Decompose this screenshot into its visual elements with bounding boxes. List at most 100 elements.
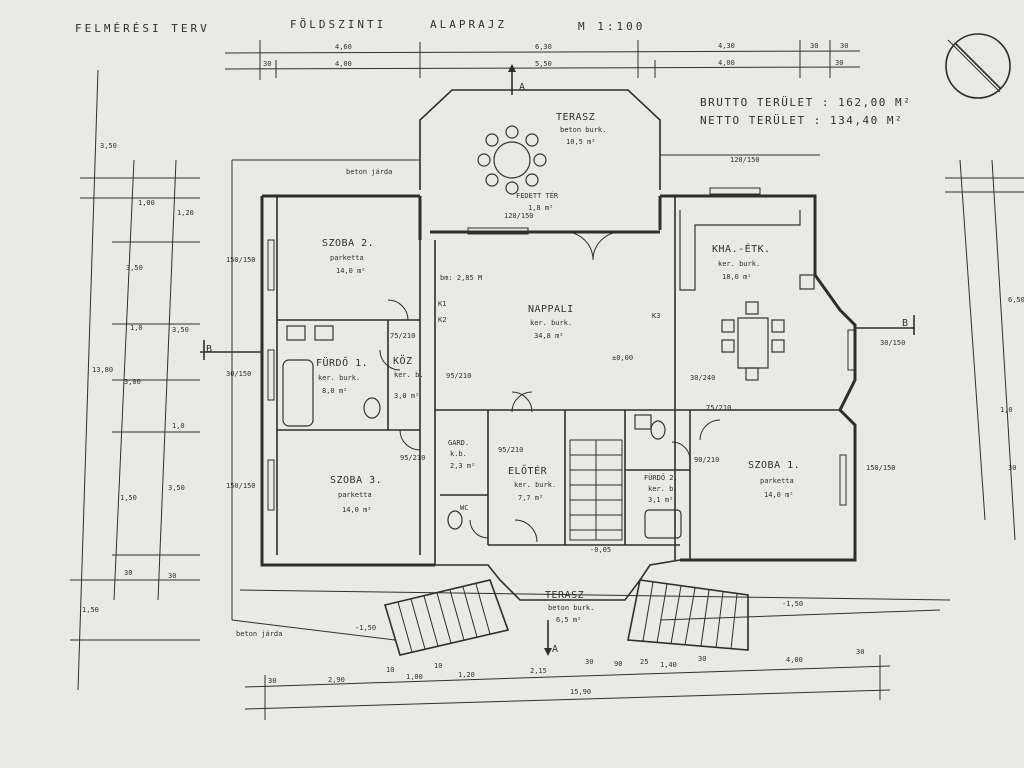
- room-gard-size: 2,3 m²: [450, 462, 475, 470]
- level-left: -1,50: [355, 624, 376, 632]
- right-dimension-lines: [945, 159, 1024, 541]
- dim-left-13: 30: [168, 572, 176, 580]
- room-terasz-top-floor: beton burk.: [560, 126, 606, 134]
- dim-top-7: 4,00: [335, 60, 352, 68]
- opening-9: 95/210: [446, 372, 471, 380]
- room-kha-etk: KHA.-ÉTK.: [712, 242, 771, 255]
- title-plan: ALAPRAJZ: [430, 18, 507, 31]
- building-walls: [231, 89, 951, 641]
- dim-bottom-2: 2,90: [328, 676, 345, 684]
- room-fedett-ter: FEDETT TÉR: [516, 191, 559, 200]
- opening-1: 150/150: [226, 256, 256, 264]
- dim-left-12: 30: [124, 569, 132, 577]
- room-kha-etk-floor: ker. burk.: [718, 260, 760, 268]
- room-szoba1-floor: parketta: [760, 477, 794, 485]
- windows: [267, 187, 855, 511]
- dim-bottom-4: 1,00: [406, 673, 423, 681]
- section-marker-a-bottom-icon: [544, 620, 552, 656]
- bathtub-icon: [282, 359, 314, 427]
- section-marker-a-top-icon: [508, 64, 516, 95]
- level-nappali: ±0,00: [612, 354, 633, 362]
- level-eloter: -0,05: [590, 546, 611, 554]
- dim-left-6: 1,50: [120, 494, 137, 502]
- dining-table-icon: [721, 301, 785, 381]
- terrace-table-icon: [477, 125, 547, 195]
- room-terasz-top-size: 10,5 m²: [566, 138, 596, 146]
- room-terasz-top: TERASZ: [556, 112, 595, 123]
- room-szoba3-floor: parketta: [338, 491, 372, 499]
- chimney-k1: K1: [438, 300, 446, 308]
- title-scale: M 1:100: [578, 20, 645, 33]
- room-terasz-bottom: TERASZ: [545, 590, 584, 601]
- kitchen-counter: [679, 210, 815, 291]
- room-szoba2-size: 14,0 m²: [336, 267, 366, 275]
- title-floor: FÖLDSZINTI: [290, 18, 386, 31]
- room-furdo1: FÜRDŐ 1.: [316, 355, 368, 369]
- dim-top-9: 4,00: [718, 59, 735, 67]
- bottom-dimension-lines: [244, 655, 891, 720]
- dim-left-10: 1,0: [130, 324, 143, 332]
- left-dimension-lines: [70, 69, 200, 691]
- dim-left-3: 13,80: [92, 366, 113, 374]
- exterior-stair-right: [627, 579, 749, 651]
- dim-top-6: 30: [263, 60, 271, 68]
- dim-bottom-1: 30: [268, 677, 276, 685]
- room-szoba2-floor: parketta: [330, 254, 364, 262]
- dim-bottom-8: 30: [585, 658, 593, 666]
- dim-top-10: 30: [835, 59, 843, 67]
- room-szoba3: SZOBA 3.: [330, 475, 382, 486]
- room-szoba3-size: 14,0 m²: [342, 506, 372, 514]
- dim-left-9: 3,00: [124, 378, 141, 386]
- room-fedett-ter-size: 1,8 m²: [528, 204, 553, 212]
- room-furdo2-floor: ker. b.: [648, 485, 678, 493]
- dim-bottom-6: 1,20: [458, 671, 475, 679]
- exterior-stair-left: [383, 579, 510, 656]
- dim-bottom-14: 30: [856, 648, 864, 656]
- chimney-k3: K3: [652, 312, 660, 320]
- dim-bottom-total: 15,90: [570, 688, 591, 696]
- opening-3: 150/150: [226, 482, 256, 490]
- room-terasz-bottom-size: 6,5 m²: [556, 616, 581, 624]
- opening-11: 75/210: [390, 332, 415, 340]
- dim-right-2: 1,0: [1000, 406, 1013, 414]
- dim-bottom-11: 1,40: [660, 661, 677, 669]
- dim-left-14: 1,50: [82, 606, 99, 614]
- room-furdo1-floor: ker. burk.: [318, 374, 360, 382]
- dim-bottom-9: 90: [614, 660, 622, 668]
- section-b-right: B: [902, 318, 909, 329]
- dim-top-5: 30: [840, 42, 848, 50]
- level-right: -1,50: [782, 600, 803, 608]
- sink-icon: [286, 325, 682, 539]
- interior-stair: [569, 439, 623, 541]
- area-netto: NETTO TERÜLET : 134,40 M²: [700, 114, 903, 127]
- room-eloter-floor: ker. burk.: [514, 481, 556, 489]
- opening-6: 120/150: [730, 156, 760, 164]
- section-b-left: B: [206, 344, 213, 355]
- area-brutto: BRUTTO TERÜLET : 162,00 M²: [700, 96, 911, 109]
- dim-top-3: 4,30: [718, 42, 735, 50]
- opening-7: 120/150: [504, 212, 534, 220]
- room-furdo2-size: 3,1 m²: [648, 496, 673, 504]
- room-eloter-size: 7,7 m²: [518, 494, 543, 502]
- room-szoba1: SZOBA 1.: [748, 460, 800, 471]
- room-furdo1-size: 8,0 m²: [322, 387, 347, 395]
- title-survey: FELMÉRÉSI TERV: [75, 22, 210, 35]
- dim-left-4: 3,50: [126, 264, 143, 272]
- dim-left-5: 3,50: [172, 326, 189, 334]
- opening-14: 90/210: [694, 456, 719, 464]
- north-arrow-icon: [945, 33, 1011, 99]
- dim-top-1: 4,60: [335, 43, 352, 51]
- top-dimension-lines: [224, 40, 861, 80]
- opening-13: 95/210: [400, 454, 425, 462]
- room-szoba2: SZOBA 2.: [322, 238, 374, 249]
- dim-left-7: 3,50: [168, 484, 185, 492]
- section-marker-b-right-icon: [855, 315, 915, 335]
- room-nappali-floor: ker. burk.: [530, 319, 572, 327]
- note-beton-jarda-bottom: beton járda: [236, 630, 282, 638]
- room-furdo2: FÜRDŐ 2.: [644, 473, 678, 482]
- room-koz-floor: ker. b.: [394, 371, 424, 379]
- room-gard-floor: k.b.: [450, 450, 467, 458]
- dim-bottom-10: 25: [640, 658, 648, 666]
- dim-top-8: 5,50: [535, 60, 552, 68]
